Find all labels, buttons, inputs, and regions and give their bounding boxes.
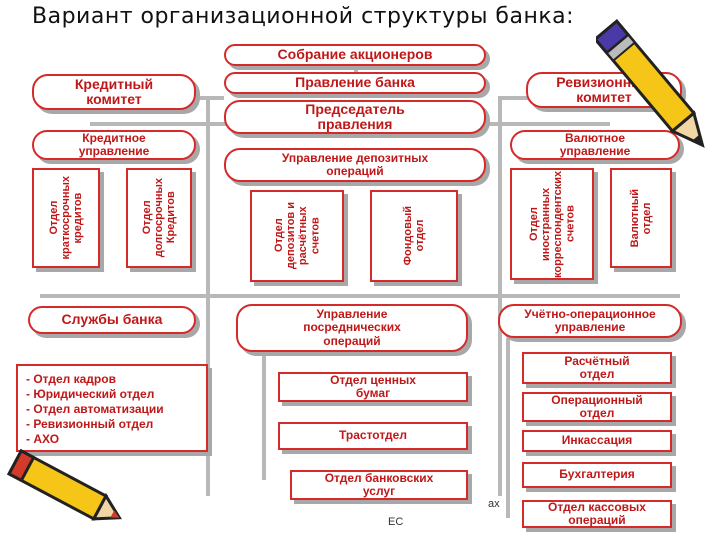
services-item: - АХО xyxy=(26,432,60,446)
settlement-dept-box: Расчётный отдел xyxy=(522,352,672,384)
services-dept-box: Службы банка xyxy=(28,306,196,334)
operational-dept-box: Операционный отдел xyxy=(522,392,672,422)
deposit-dept-box: Управление депозитных операций xyxy=(224,148,486,182)
fund-dept-label: Фондовый отдел xyxy=(401,206,427,266)
chairman-box: Председатель правления xyxy=(224,100,486,134)
services-item: - Ревизионный отдел xyxy=(26,417,154,431)
trust-dept-box: Трастотдел xyxy=(278,422,468,450)
footnote-fragment: ах xyxy=(488,498,500,510)
pencil-icon xyxy=(7,448,122,521)
services-item: - Отдел автоматизации xyxy=(26,402,164,416)
connector-horizontal-mid xyxy=(40,294,680,298)
long-term-credit-box: Отдел долгосрочных Кредитов xyxy=(126,168,192,268)
board-box: Правление банка xyxy=(224,72,486,94)
deposit-settlement-box: Отдел депозитов и расчётных счетов xyxy=(250,190,344,282)
long-term-credit-label: Отдел долгосрочных Кредитов xyxy=(140,178,178,258)
pencil-icon xyxy=(596,19,705,148)
bookkeeping-dept-box: Бухгалтерия xyxy=(522,462,672,488)
services-item: - Юридический отдел xyxy=(26,387,155,401)
shareholders-box: Собрание акционеров xyxy=(224,44,486,66)
connector-intermediary-spine xyxy=(262,350,266,480)
collection-dept-box: Инкассация xyxy=(522,430,672,452)
foreign-accounts-box: Отдел иностранных корреспондентских счет… xyxy=(510,168,594,280)
footnote-fragment: ЕС xyxy=(388,516,404,528)
credit-dept-box: Кредитное управление xyxy=(32,130,196,160)
connector-horizontal-top-right xyxy=(498,96,528,100)
bank-services-dept-box: Отдел банковских услуг xyxy=(290,470,468,500)
page-title: Вариант организационной структуры банка: xyxy=(32,4,575,29)
fund-dept-box: Фондовый отдел xyxy=(370,190,458,282)
foreign-accounts-label: Отдел иностранных корреспондентских счет… xyxy=(527,170,577,278)
connector-accounting-spine xyxy=(506,338,510,518)
short-term-credit-label: Отдел краткосрочных кредитов xyxy=(47,176,85,260)
fx-dept-box: Валютный отдел xyxy=(610,168,672,268)
services-item: - Отдел кадров xyxy=(26,372,116,386)
short-term-credit-box: Отдел краткосрочных кредитов xyxy=(32,168,100,268)
accounting-dept-box: Учётно-операционное управление xyxy=(498,304,682,338)
credit-committee-box: Кредитный комитет xyxy=(32,74,196,110)
deposit-settlement-label: Отдел депозитов и расчётных счетов xyxy=(272,202,322,270)
connector-horizontal-top xyxy=(168,96,224,100)
currency-dept-box: Валютное управление xyxy=(510,130,680,160)
services-list: - Отдел кадров - Юридический отдел - Отд… xyxy=(16,364,208,452)
cash-ops-dept-box: Отдел кассовых операций xyxy=(522,500,672,528)
intermediary-dept-box: Управление посреднических операций xyxy=(236,304,468,352)
securities-dept-box: Отдел ценных бумаг xyxy=(278,372,468,402)
fx-dept-label: Валютный отдел xyxy=(628,188,654,248)
